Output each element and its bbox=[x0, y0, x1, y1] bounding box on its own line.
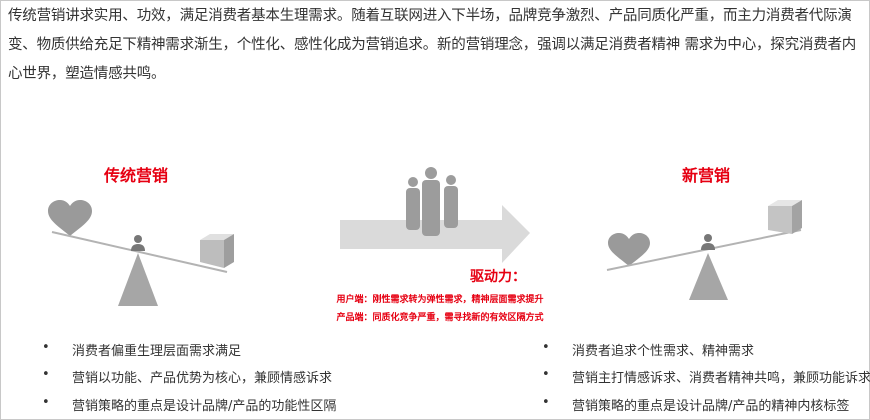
bullet-icon: • bbox=[42, 395, 50, 410]
traditional-bullet: 营销以功能、产品优势为核心，兼顾情感诉求 bbox=[72, 371, 333, 386]
new-title: 新营销 bbox=[682, 166, 731, 185]
traditional-seesaw bbox=[48, 200, 234, 306]
bullet-icon: • bbox=[542, 395, 550, 410]
bullet-icon: • bbox=[542, 367, 550, 382]
driver-title: 驱动力： bbox=[470, 269, 526, 285]
new-bullet: 营销策略的重点是设计品牌/产品的精神内核标签 bbox=[572, 399, 850, 414]
traditional-bullet: 消费者偏重生理层面需求满足 bbox=[72, 344, 242, 359]
traditional-title: 传统营销 bbox=[104, 166, 169, 185]
bullet-icon: • bbox=[542, 340, 550, 355]
people-icon bbox=[406, 167, 458, 236]
bullet-icon: • bbox=[42, 340, 50, 355]
cube-icon bbox=[200, 234, 234, 268]
new-bullet: 营销主打情感诉求、消费者精神共鸣，兼顾功能诉求 bbox=[572, 371, 870, 386]
heart-icon bbox=[48, 200, 92, 236]
driver-line-user: 用户端：刚性需求转为弹性需求，精神层面需求提升 bbox=[336, 295, 544, 305]
driver-line-product: 产品端：同质化竞争严重，需寻找新的有效区隔方式 bbox=[336, 313, 544, 323]
new-bullet: 消费者追求个性需求、精神需求 bbox=[572, 344, 755, 359]
seesaw-beam bbox=[51, 231, 228, 273]
arrow-graphic bbox=[340, 167, 530, 263]
seesaw-fulcrum bbox=[118, 253, 158, 306]
person-icon bbox=[701, 234, 715, 250]
new-seesaw bbox=[606, 200, 802, 300]
heart-icon bbox=[608, 233, 650, 266]
traditional-bullet: 营销策略的重点是设计品牌/产品的功能性区隔 bbox=[72, 399, 337, 414]
intro-paragraph: 传统营销讲求实用、功效，满足消费者基本生理需求。随着互联网进入下半场，品牌竞争激… bbox=[8, 8, 857, 82]
cube-icon bbox=[768, 200, 802, 234]
bullet-icon: • bbox=[42, 367, 50, 382]
seesaw-fulcrum bbox=[689, 253, 728, 300]
person-icon bbox=[131, 235, 145, 251]
